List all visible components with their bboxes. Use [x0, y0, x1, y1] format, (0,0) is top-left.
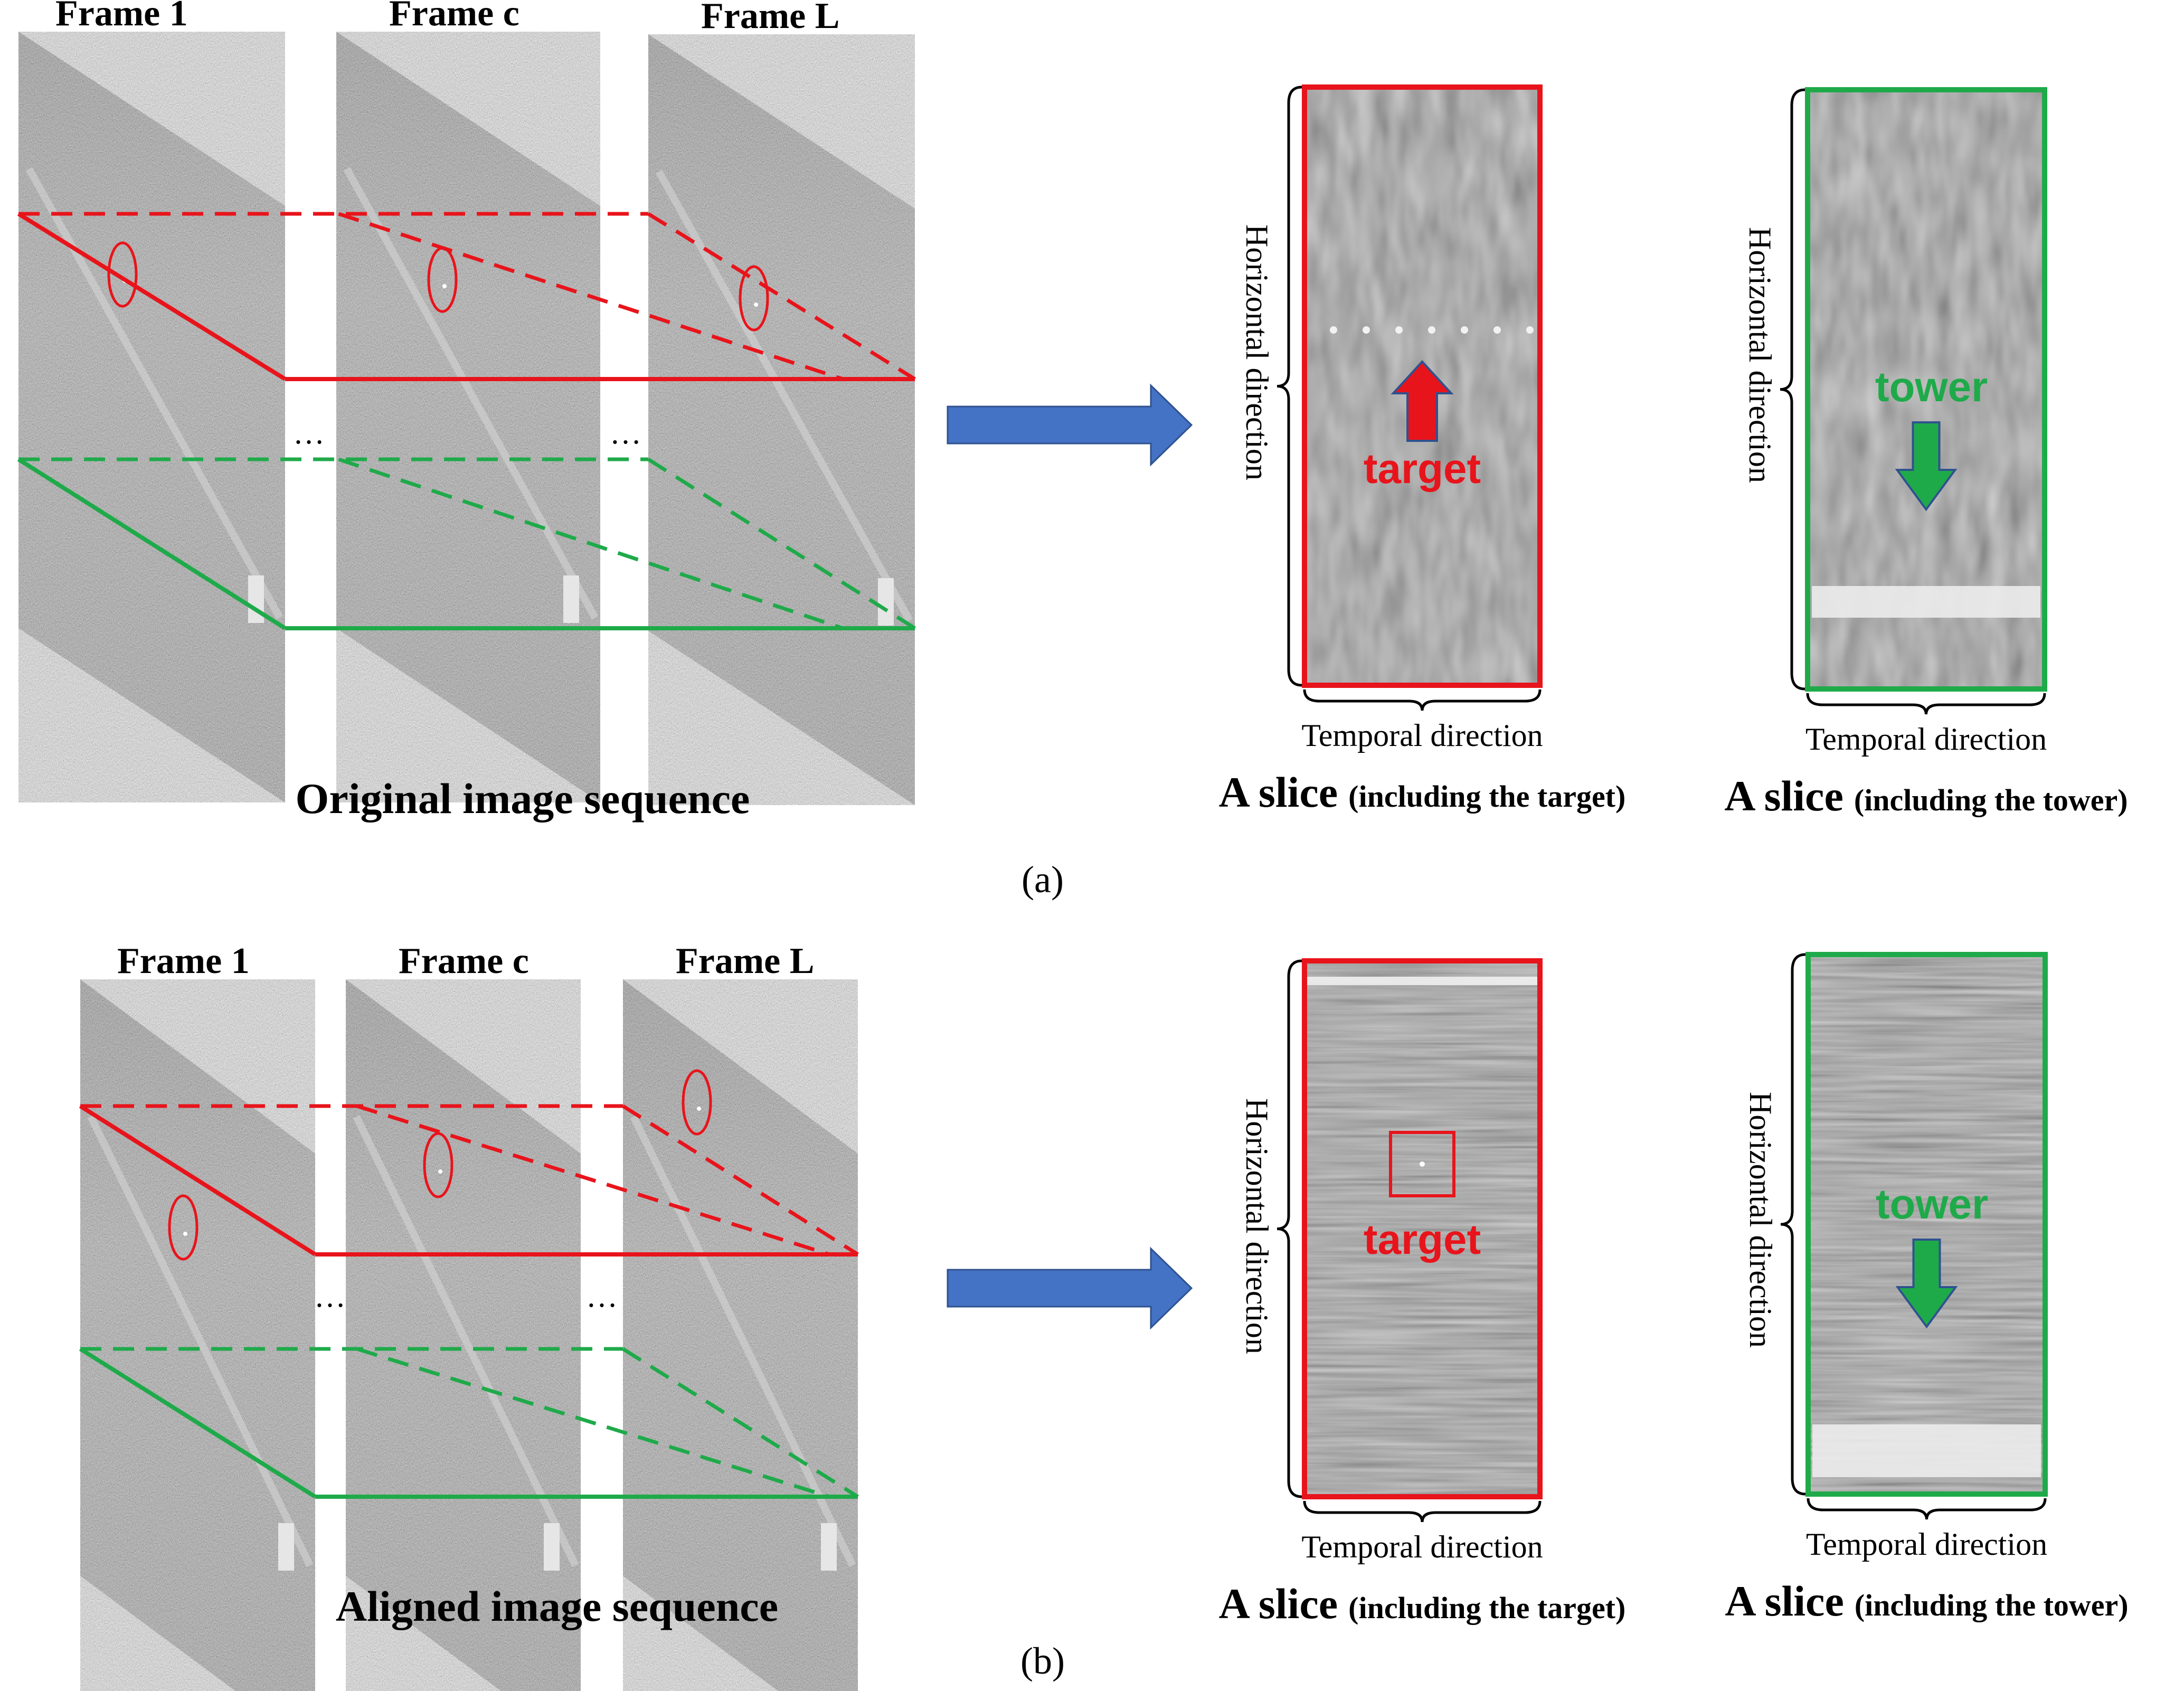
ellipsis: …: [586, 1279, 618, 1314]
transform-arrow-icon: [947, 383, 1193, 467]
slice-border: [1805, 952, 2048, 1497]
frame-label: Frame L: [701, 0, 839, 36]
frame-label: Frame L: [676, 941, 814, 981]
brace-vertical: [1780, 953, 1806, 1496]
ellipsis: …: [610, 415, 641, 450]
brace-horizontal: [1806, 693, 2046, 715]
arrow-down-icon: [1895, 421, 1958, 512]
sequence-caption: Aligned image sequence: [336, 1582, 778, 1630]
tower-image: [878, 578, 894, 626]
transform-arrow-icon: [947, 1246, 1193, 1330]
horizontal-axis-label: Temporal direction: [1301, 718, 1543, 753]
target-circle: [168, 1194, 198, 1261]
horizontal-axis-label: Temporal direction: [1806, 1527, 2047, 1562]
target-circle: [682, 1069, 712, 1136]
marker-label: tower: [1876, 1180, 1988, 1227]
brace-vertical: [1277, 959, 1302, 1498]
marker-label: tower: [1875, 363, 1988, 410]
green-slicing-plane: [17, 457, 916, 630]
red-slicing-plane: [17, 212, 916, 381]
slice-caption: A slice(including the tower): [1724, 772, 2128, 820]
frame-label: Frame 1: [55, 0, 188, 34]
slice-border: [1302, 84, 1543, 688]
tower-image: [563, 575, 579, 623]
frame-2: Frame c: [346, 941, 581, 1691]
frame-label: Frame 1: [117, 941, 250, 981]
marker-label: target: [1364, 1216, 1481, 1263]
frame-label: Frame c: [399, 941, 529, 981]
green-slicing-plane: [79, 1347, 859, 1499]
tower-band: [1812, 1424, 2041, 1477]
ellipsis: …: [293, 415, 325, 450]
panel-a: Frame 1 Frame c Frame L … … Original image se…: [17, 0, 2128, 901]
ellipsis: …: [314, 1279, 346, 1314]
vertical-axis-label: Horizontal direction: [1743, 227, 1778, 483]
panel-b: Frame 1 Frame c Frame L … … Aligned image seq…: [79, 941, 2129, 1691]
red-slicing-plane: [79, 1104, 859, 1257]
slice-caption: A slice(including the target): [1219, 1580, 1626, 1628]
slice-border: [1805, 87, 2047, 692]
slice-caption: A slice(including the tower): [1725, 1577, 2128, 1625]
frame-1: Frame 1: [80, 941, 315, 1691]
slice-border: [1302, 958, 1543, 1499]
tower-image: [278, 1523, 294, 1571]
panel-label: (b): [1020, 1640, 1065, 1682]
panel-label: (a): [1022, 858, 1064, 901]
brace-vertical: [1780, 88, 1805, 691]
arrow-up-icon: [1391, 360, 1454, 442]
arrow-down-icon: [1895, 1239, 1958, 1329]
tower-image: [821, 1523, 837, 1571]
sequence-caption: Original image sequence: [296, 774, 750, 823]
marker-label: target: [1364, 445, 1481, 492]
horizontal-axis-label: Temporal direction: [1301, 1529, 1543, 1564]
vertical-axis-label: Horizontal direction: [1240, 1098, 1274, 1354]
target-circle: [107, 241, 138, 308]
tower-band: [1812, 586, 2040, 618]
frame-3: Frame L: [623, 941, 858, 1691]
target-circle: [739, 265, 769, 332]
frame-label: Frame c: [389, 0, 519, 34]
brace-horizontal: [1303, 1500, 1542, 1523]
vertical-axis-label: Horizontal direction: [1743, 1092, 1778, 1348]
horizontal-axis-label: Temporal direction: [1805, 722, 2047, 757]
brace-horizontal: [1807, 1498, 2047, 1520]
brace-vertical: [1277, 86, 1302, 687]
vertical-axis-label: Horizontal direction: [1240, 224, 1274, 480]
frame-1: Frame 1: [18, 0, 285, 802]
frame-2: Frame c: [336, 0, 600, 802]
box-icon: [1389, 1131, 1455, 1197]
tower-image: [544, 1523, 560, 1571]
frame-3: Frame L: [648, 0, 915, 805]
brace-horizontal: [1303, 689, 1542, 711]
slice-caption: A slice(including the target): [1219, 768, 1626, 816]
